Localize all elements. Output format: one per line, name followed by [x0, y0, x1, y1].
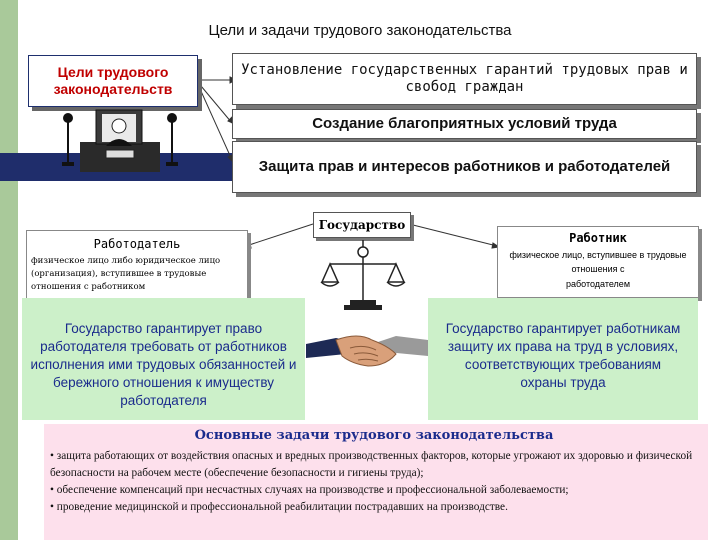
employer-guarantee-panel: Государство гарантирует право работодате… — [22, 298, 305, 420]
left-decor-band — [0, 0, 18, 540]
goal-item-protection: Защита прав и интересов работников и раб… — [232, 141, 697, 193]
tasks-panel — [44, 424, 708, 540]
state-box: Государство — [313, 212, 411, 238]
employer-definition: физическое лицо либо юридическое лицо (о… — [31, 256, 221, 293]
task-item: • проведение медицинской и профессиональ… — [50, 500, 508, 513]
scales-icon — [320, 240, 406, 310]
worker-box: Работник физическое лицо, вступившее в т… — [497, 226, 699, 298]
goals-heading-box: Цели трудового законодательств — [28, 55, 198, 107]
tasks-heading: Основные задачи трудового законодательст… — [194, 428, 554, 443]
worker-guarantee-panel: Государство гарантирует работникам защит… — [428, 298, 698, 420]
page-title: Цели и задачи трудового законодательства — [208, 22, 512, 39]
employer-box: Работодатель физическое лицо либо юридич… — [26, 230, 248, 300]
task-item: • защита работающих от воздействия опасн… — [50, 450, 693, 479]
task-item: • обеспечение компенсаций при несчастных… — [50, 483, 569, 496]
worker-definition-end: работодателем — [565, 279, 631, 289]
worker-heading: Работник — [569, 231, 627, 245]
goal-item-conditions: Создание благоприятных условий труда — [232, 109, 697, 139]
judge-illustration — [62, 109, 178, 172]
worker-definition: физическое лицо, вступившее в трудовые о… — [509, 250, 687, 274]
worker-guarantee-text: Государство гарантирует работникам защит… — [445, 321, 681, 390]
handshake-illustration — [306, 335, 428, 367]
employer-guarantee-text: Государство гарантирует право работодате… — [30, 321, 297, 408]
employer-heading: Работодатель — [93, 237, 181, 251]
goals-heading: Цели трудового законодательств — [53, 64, 173, 97]
goal-item-guarantees: Установление государственных гарантий тр… — [232, 53, 697, 105]
tasks-list: • защита работающих от воздействия опасн… — [50, 448, 700, 516]
